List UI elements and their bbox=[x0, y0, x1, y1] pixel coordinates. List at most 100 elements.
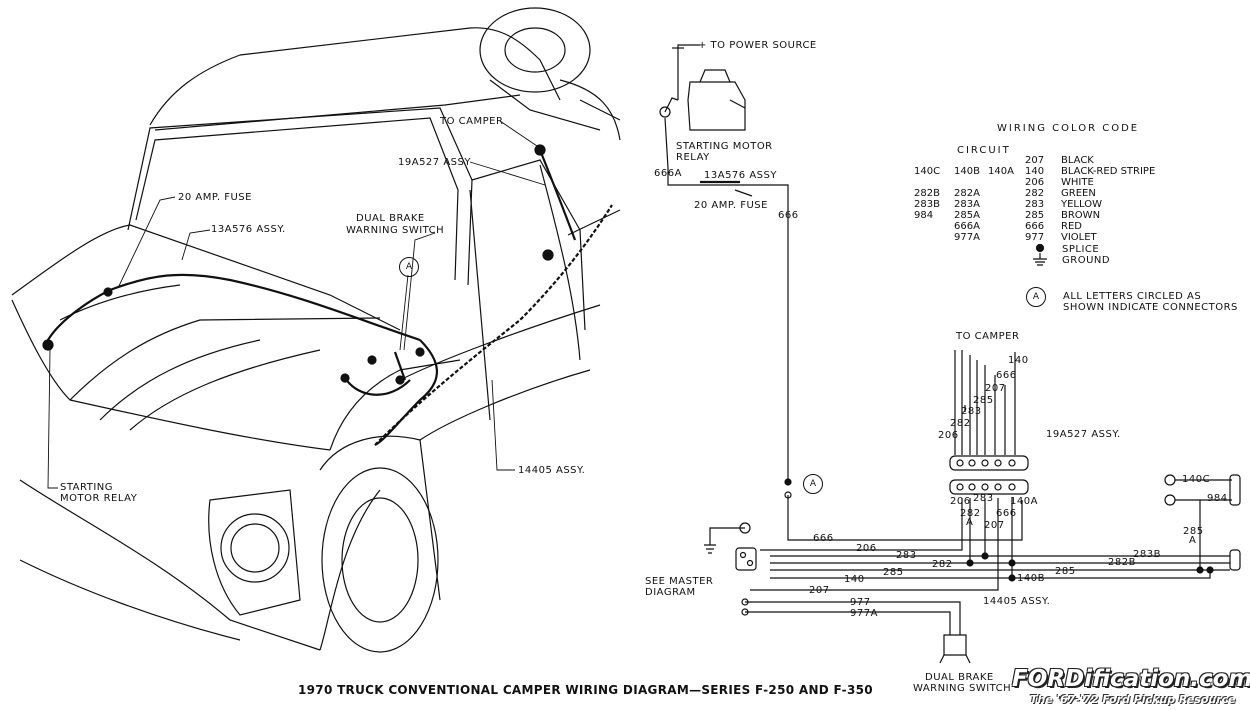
color-code-color-name: WHITE bbox=[1061, 177, 1094, 188]
label-low-666: 666 bbox=[996, 508, 1017, 519]
brand-tagline: The '67-'72 Ford Pickup Resource bbox=[1030, 693, 1236, 706]
color-code-circuit-number: 206 bbox=[1025, 177, 1045, 188]
color-code-color-name: RED bbox=[1061, 221, 1082, 232]
color-code-circuit-number: 666 bbox=[1025, 221, 1045, 232]
color-code-color-name: BROWN bbox=[1061, 210, 1101, 221]
label-see-master-2: DIAGRAM bbox=[645, 587, 696, 598]
label-r-285: 285 bbox=[1183, 526, 1204, 537]
label-h-282: 282 bbox=[932, 559, 953, 570]
truck-label-dual-brake-1: DUAL BRAKE bbox=[356, 213, 425, 224]
color-code-circuit-variant: 977A bbox=[954, 232, 980, 243]
color-code-circuit-variant: 140A bbox=[988, 166, 1014, 177]
label-v-285: 285 bbox=[973, 395, 994, 406]
label-h-140: 140 bbox=[844, 574, 865, 585]
label-14405: 14405 ASSY. bbox=[983, 596, 1051, 607]
main-bus bbox=[704, 350, 1232, 635]
color-code-color-name: BLACK bbox=[1061, 155, 1094, 166]
truck-label-19a527: 19A527 ASSY bbox=[398, 157, 471, 168]
label-h-140b: 140B bbox=[1017, 573, 1045, 584]
label-v-206: 206 bbox=[938, 430, 959, 441]
color-code-circuit-number: 283 bbox=[1025, 199, 1045, 210]
truck-label-smr-1: STARTING bbox=[60, 482, 114, 493]
color-code-color-name: VIOLET bbox=[1061, 232, 1097, 243]
label-19a527: 19A527 ASSY. bbox=[1046, 429, 1121, 440]
label-see-master-1: SEE MASTER bbox=[645, 576, 714, 587]
label-h-666: 666 bbox=[813, 533, 834, 544]
color-code-circuit-variant: 140C bbox=[914, 166, 941, 177]
label-v-666: 666 bbox=[996, 370, 1017, 381]
label-v-207: 207 bbox=[985, 383, 1006, 394]
color-code-circuit-number: 285 bbox=[1025, 210, 1045, 221]
label-666a: 666A bbox=[654, 168, 682, 179]
color-code-circuit-variant: 140B bbox=[954, 166, 980, 177]
splice-dots bbox=[966, 552, 1214, 582]
color-code-circuit-variant: 984 bbox=[914, 210, 934, 221]
splice-symbol bbox=[1035, 243, 1045, 253]
label-low-283: 283 bbox=[973, 493, 994, 504]
color-code-circuit-variant: 283A bbox=[954, 199, 980, 210]
label-h-283: 283 bbox=[896, 550, 917, 561]
label-v-140: 140 bbox=[1008, 355, 1029, 366]
diagram-title: 1970 TRUCK CONVENTIONAL CAMPER WIRING DI… bbox=[298, 683, 873, 697]
legend-connector-text-2: SHOWN INDICATE CONNECTORS bbox=[1063, 302, 1238, 313]
label-666-vertical: 666 bbox=[778, 210, 799, 221]
color-code-circuit-number: 282 bbox=[1025, 188, 1045, 199]
brand-logo-text: FORDification.com bbox=[1012, 666, 1250, 692]
color-code-circuit-variant: 283B bbox=[914, 199, 940, 210]
schematic-connector-a-marker: A bbox=[803, 474, 823, 494]
label-r-a: A bbox=[1189, 535, 1197, 546]
color-code-circuit-number: 977 bbox=[1025, 232, 1045, 243]
label-h-285-right: 285 bbox=[1055, 566, 1076, 577]
truck-label-fuse: 20 AMP. FUSE bbox=[178, 192, 252, 203]
label-h-206: 206 bbox=[856, 543, 877, 554]
label-low-206: 206 bbox=[950, 496, 971, 507]
truck-label-14405: 14405 ASSY. bbox=[518, 465, 586, 476]
color-code-circuit-variant: 282B bbox=[914, 188, 940, 199]
label-h-977: 977 bbox=[850, 597, 871, 608]
relay-schematic bbox=[659, 44, 789, 480]
legend-symbols bbox=[1033, 243, 1047, 266]
color-code-color-name: GREEN bbox=[1061, 188, 1096, 199]
label-dual-brake-2: WARNING SWITCH bbox=[913, 683, 1012, 694]
label-power-source: + TO POWER SOURCE bbox=[698, 40, 817, 51]
legend-ground-label: GROUND bbox=[1062, 255, 1111, 266]
label-h-283b: 283B bbox=[1133, 549, 1161, 560]
color-code-circuit-variant: 285A bbox=[954, 210, 980, 221]
truck-label-to-camper: TO CAMPER bbox=[440, 116, 504, 127]
label-h-207: 207 bbox=[809, 585, 830, 596]
color-code-color-name: YELLOW bbox=[1061, 199, 1102, 210]
color-code-circuit-number: 207 bbox=[1025, 155, 1045, 166]
legend-connector-marker: A bbox=[1026, 287, 1046, 307]
truck-label-smr-2: MOTOR RELAY bbox=[60, 493, 138, 504]
label-relay-1: STARTING MOTOR bbox=[676, 141, 773, 152]
label-h-977a: 977A bbox=[850, 608, 878, 619]
label-dual-brake-1: DUAL BRAKE bbox=[925, 672, 994, 683]
color-code-heading: WIRING COLOR CODE bbox=[997, 123, 1140, 134]
label-h-282b: 282B bbox=[1108, 557, 1136, 568]
label-v-282: 282 bbox=[950, 418, 971, 429]
connector-blocks bbox=[735, 455, 1241, 664]
legend-splice-label: SPLICE bbox=[1062, 244, 1100, 255]
label-r-984: 984 bbox=[1207, 493, 1228, 504]
label-fuse: 20 AMP. FUSE bbox=[694, 200, 768, 211]
color-code-color-name: BLACK-RED STRIPE bbox=[1061, 166, 1156, 177]
label-low-a: A bbox=[966, 517, 974, 528]
color-code-circuit-label: CIRCUIT bbox=[957, 145, 1011, 156]
color-code-circuit-variant: 282A bbox=[954, 188, 980, 199]
label-h-285: 285 bbox=[883, 567, 904, 578]
truck-label-dual-brake-2: WARNING SWITCH bbox=[346, 225, 445, 236]
truck-label-13a576: 13A576 ASSY. bbox=[211, 224, 286, 235]
truck-harness-details bbox=[42, 144, 554, 385]
ground-symbol bbox=[1033, 253, 1047, 266]
label-13a576: 13A576 ASSY bbox=[704, 170, 777, 181]
label-low-140a: 140A bbox=[1010, 496, 1038, 507]
truck-harness bbox=[47, 149, 613, 446]
label-to-camper: TO CAMPER bbox=[956, 331, 1020, 342]
truck-leader-lines bbox=[47, 120, 546, 489]
label-low-282: 282 bbox=[960, 508, 981, 519]
color-code-circuit-number: 140 bbox=[1025, 166, 1045, 177]
label-r-140c: 140C bbox=[1182, 474, 1211, 485]
label-relay-2: RELAY bbox=[676, 152, 710, 163]
connector-a-schematic bbox=[784, 478, 792, 486]
label-low-207: 207 bbox=[984, 520, 1005, 531]
